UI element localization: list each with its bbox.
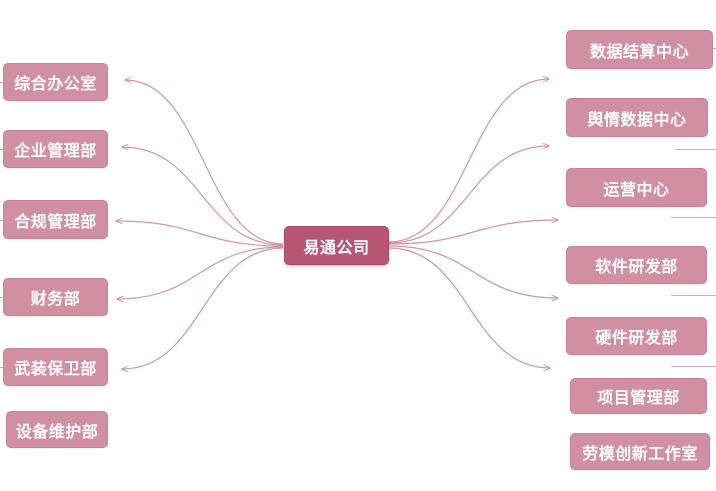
left-node-2[interactable]: 企业管理部	[3, 130, 108, 168]
connector-right-2	[388, 146, 549, 244]
right-node-5[interactable]: 硬件研发部	[566, 317, 707, 355]
connector-left-2	[122, 147, 284, 246]
left-stub-1	[0, 82, 4, 83]
connector-left-1	[125, 80, 284, 245]
left-stub-2	[0, 149, 4, 150]
right-node-4[interactable]: 软件研发部	[566, 246, 707, 284]
right-stub-1	[712, 48, 716, 49]
connector-left-3	[116, 221, 284, 247]
right-node-1[interactable]: 数据结算中心	[566, 30, 713, 69]
left-node-1[interactable]: 综合办公室	[3, 63, 108, 101]
left-stub-5	[0, 367, 4, 368]
right-stub-5	[671, 366, 716, 367]
connector-right-3	[388, 220, 558, 245]
right-stub-4	[671, 295, 716, 296]
left-node-6[interactable]: 设备维护部	[6, 411, 108, 448]
right-node-6[interactable]: 项目管理部	[570, 378, 707, 414]
right-node-2[interactable]: 舆情数据中心	[566, 98, 708, 137]
left-stub-3	[0, 220, 4, 221]
right-stub-3	[671, 217, 716, 218]
connector-right-1	[388, 79, 549, 243]
root-node[interactable]: 易通公司	[284, 226, 389, 265]
right-stub-2	[675, 149, 716, 150]
connector-right-4	[388, 245, 558, 298]
connector-left-5	[122, 247, 284, 369]
right-node-3[interactable]: 运营中心	[566, 168, 707, 207]
right-node-7[interactable]: 劳模创新工作室	[570, 433, 710, 470]
connector-right-5	[388, 247, 550, 368]
left-node-3[interactable]: 合规管理部	[3, 200, 108, 239]
left-node-5[interactable]: 武装保卫部	[3, 348, 108, 386]
connector-left-4	[117, 246, 284, 299]
left-node-4[interactable]: 财务部	[3, 278, 108, 316]
left-stub-4	[0, 297, 4, 298]
